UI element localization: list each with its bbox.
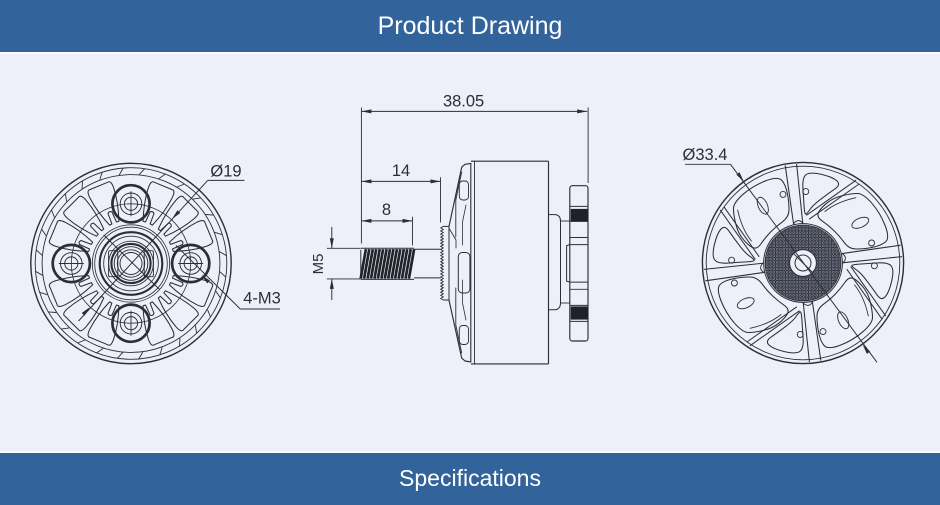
svg-text:8: 8 <box>382 201 391 219</box>
svg-text:Ø33.4: Ø33.4 <box>683 146 728 164</box>
svg-text:Ø19: Ø19 <box>210 163 241 181</box>
svg-text:38.05: 38.05 <box>443 92 484 110</box>
svg-text:M5: M5 <box>310 254 327 275</box>
svg-text:14: 14 <box>392 162 410 180</box>
svg-text:4-M3: 4-M3 <box>243 290 281 308</box>
